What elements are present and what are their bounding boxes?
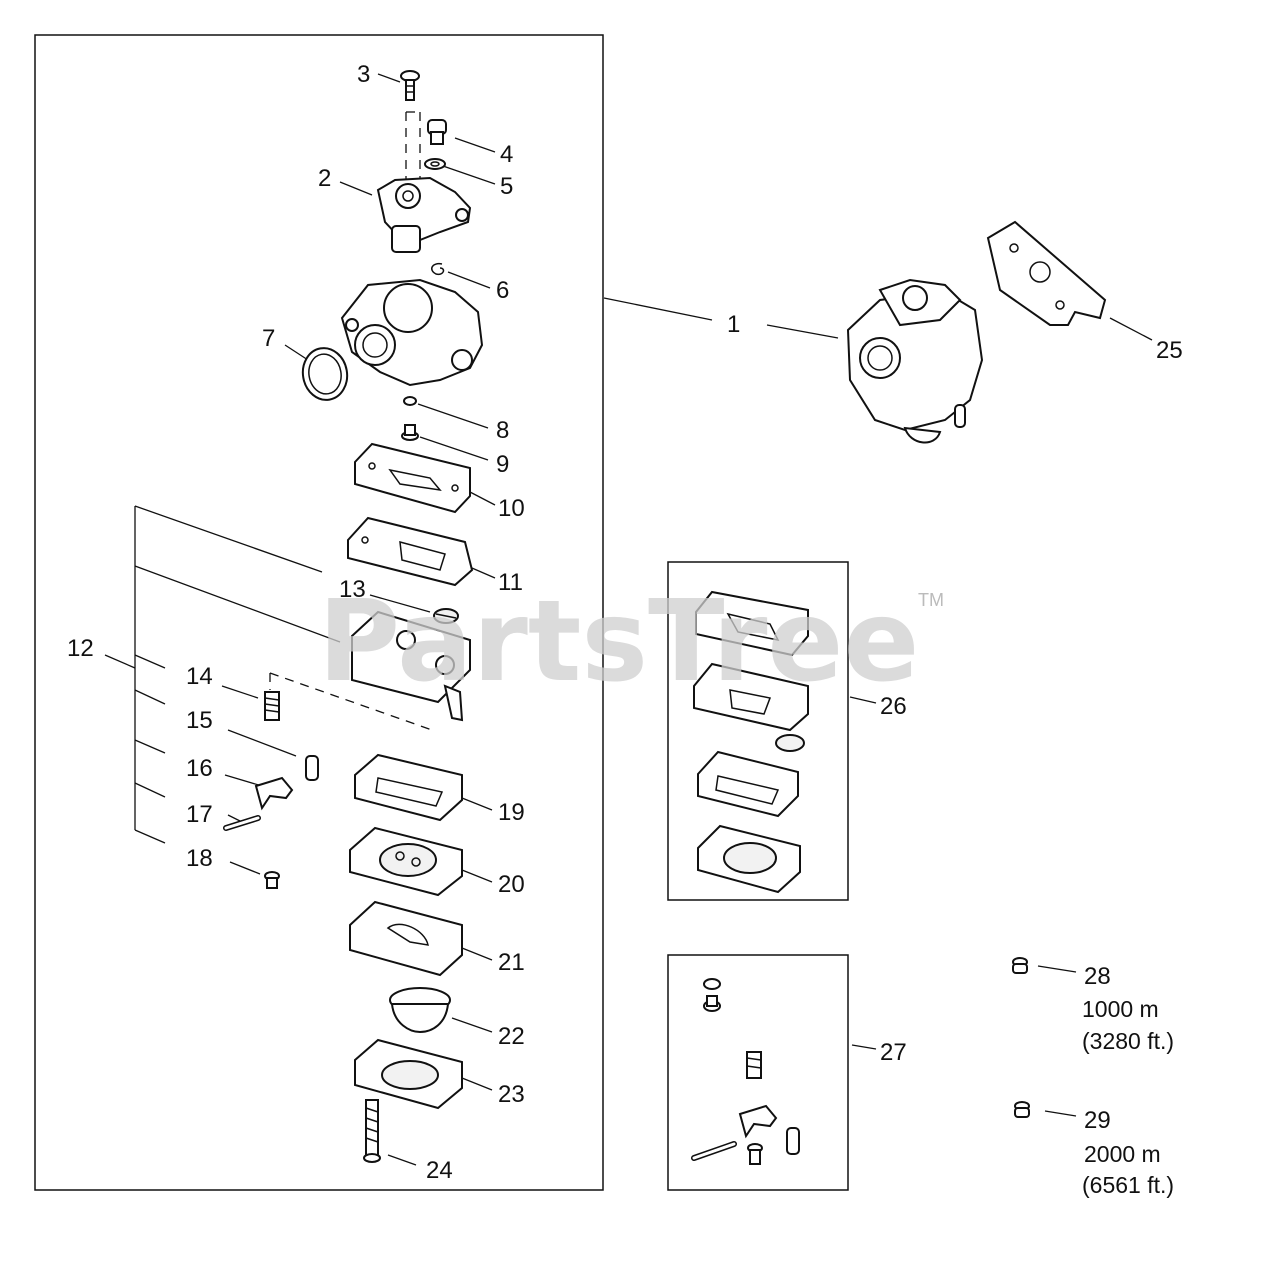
callout-11: 11: [498, 569, 523, 596]
needle-kit-frame: [667, 954, 849, 1191]
plate-part-10: [354, 442, 471, 514]
callout-3: 3: [357, 61, 370, 88]
carburetor-assembly-part-1: [846, 278, 984, 444]
jet-28-feet: (3280 ft.): [1082, 1028, 1174, 1054]
jet-29-feet: (6561 ft.): [1082, 1172, 1174, 1198]
callout-numbers: 1234567891011121314151617181920212223242…: [67, 61, 1183, 1184]
gasket-kit-frame: [667, 561, 849, 901]
callout-18: 18: [186, 845, 213, 872]
callout-21: 21: [498, 949, 525, 976]
callout-22: 22: [498, 1023, 525, 1050]
callout-16: 16: [186, 755, 213, 782]
insulator-gasket-part-25: [986, 220, 1107, 326]
screw-part-3: [400, 70, 420, 101]
callout-6: 6: [496, 277, 509, 304]
gasket-kit-part-26: [693, 590, 809, 894]
leader-lines: [221, 73, 1153, 1166]
callout-2: 2: [318, 165, 331, 192]
callout-26: 26: [880, 693, 907, 720]
alignment-lines: [269, 111, 433, 731]
gasket-part-19: [354, 753, 463, 822]
plug-part-4: [427, 119, 447, 145]
lever-part-16: [254, 776, 294, 811]
callout-24: 24: [426, 1157, 453, 1184]
callout-7: 7: [262, 325, 275, 352]
needle-kit-part-27: [691, 978, 800, 1165]
callout-13: 13: [339, 576, 366, 603]
retainer-part-23: [354, 1038, 463, 1110]
main-assembly-frame: [34, 34, 604, 1191]
throttle-cover-part-2: [376, 176, 472, 253]
callout-15: 15: [186, 707, 213, 734]
callout-10: 10: [498, 495, 525, 522]
callout-1: 1: [727, 311, 740, 338]
diaphragm-part-20: [349, 826, 463, 897]
jet-29-altitude: 2000 m: [1084, 1141, 1161, 1167]
pump-body-part-12: [351, 610, 471, 722]
callout-17: 17: [186, 801, 213, 828]
watermark-brand: PartsTree: [318, 577, 919, 707]
callout-27: 27: [880, 1039, 907, 1066]
gasket-part-11: [347, 516, 474, 587]
cover-part-21: [349, 900, 463, 977]
watermark-trademark: TM: [918, 590, 944, 610]
callout-19: 19: [498, 799, 525, 826]
ring-part-8: [403, 396, 417, 406]
jet-part-28: [1012, 957, 1028, 974]
carburetor-body: [340, 278, 484, 387]
callout-23: 23: [498, 1081, 525, 1108]
callout-14: 14: [186, 663, 213, 690]
callout-8: 8: [496, 417, 509, 444]
washer-part-5: [424, 158, 446, 170]
callout-5: 5: [500, 173, 513, 200]
jet-28-altitude: 1000 m: [1082, 996, 1159, 1022]
seat-part-9: [401, 424, 419, 441]
screw-part-18: [264, 871, 280, 889]
callout-12: 12: [67, 635, 94, 662]
callout-9: 9: [496, 451, 509, 478]
callout-4: 4: [500, 141, 513, 168]
clip-part-6: [431, 262, 445, 276]
primer-bulb-part-22: [389, 987, 451, 1034]
callout-25: 25: [1156, 337, 1183, 364]
item-12-bracket: [104, 505, 341, 844]
spring-part-14: [264, 691, 280, 721]
screw-part-24: [363, 1099, 381, 1163]
callout-29: 29: [1084, 1107, 1111, 1134]
needle-part-15: [305, 755, 319, 781]
callout-28: 28: [1084, 963, 1111, 990]
callout-20: 20: [498, 871, 525, 898]
jet-part-29: [1014, 1101, 1030, 1118]
